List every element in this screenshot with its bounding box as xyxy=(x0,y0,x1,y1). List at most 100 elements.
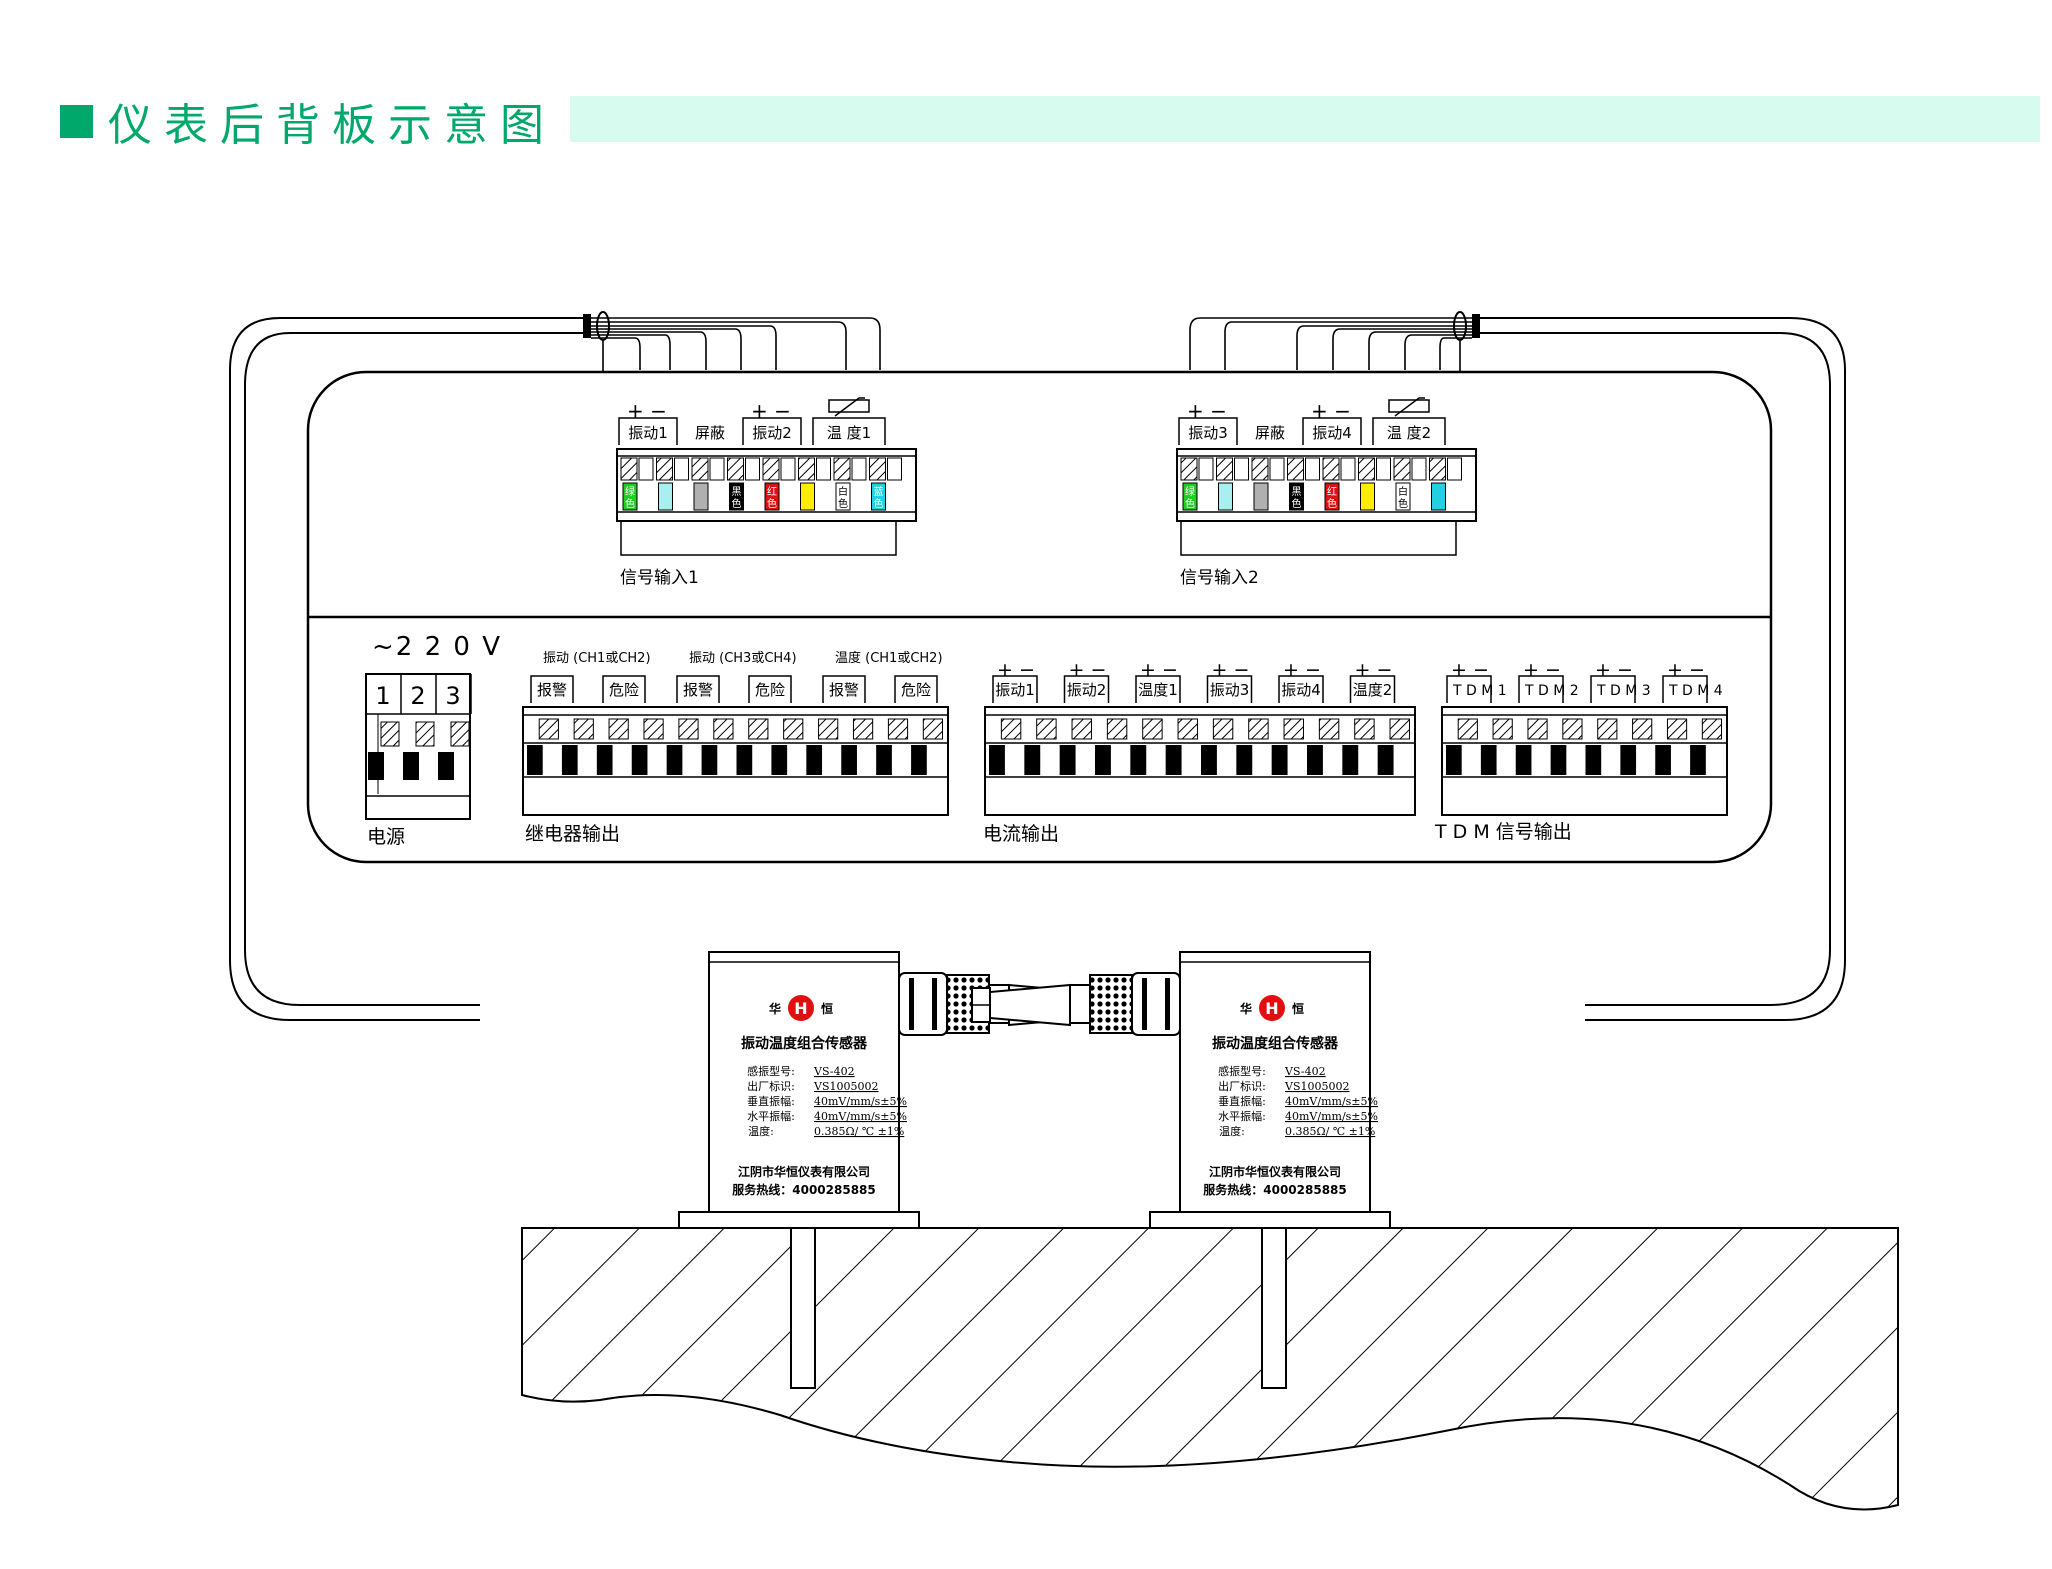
polarity-mark: + − xyxy=(1595,659,1633,681)
terminal-screw xyxy=(1701,718,1723,740)
power-terminal-number: 3 xyxy=(445,682,460,710)
brand-logo-icon xyxy=(788,995,814,1021)
terminal-contact xyxy=(368,752,384,780)
relay-label: 危险 xyxy=(609,681,639,699)
terminal-screw xyxy=(1597,718,1618,740)
connector-ring-gap xyxy=(914,978,932,1030)
terminal-screw xyxy=(748,718,769,740)
current-bracket xyxy=(1135,675,1181,703)
terminal-screw xyxy=(1180,457,1198,481)
relay-bracket xyxy=(822,675,866,703)
terminal-contact xyxy=(989,745,1005,775)
terminal-group-label: 温 度1 xyxy=(827,424,871,442)
tdm-bracket xyxy=(1518,675,1564,703)
relay-label: 危险 xyxy=(755,681,785,699)
terminal-screw xyxy=(922,718,944,740)
terminal-group-label: 振动3 xyxy=(1188,424,1228,442)
current-bracket xyxy=(1063,675,1110,703)
terminal-screw xyxy=(691,457,709,481)
terminal-screw xyxy=(798,457,815,481)
title-bullet xyxy=(60,105,93,138)
brand-logo-letter: H xyxy=(1265,999,1278,1018)
terminal-screw xyxy=(1632,718,1653,740)
spec-label: 垂直振幅: xyxy=(1218,1094,1266,1108)
terminal-contact xyxy=(1620,745,1637,775)
terminal-contact xyxy=(438,752,454,780)
brand-logo-icon xyxy=(1259,995,1285,1021)
current-label: 温度2 xyxy=(1353,681,1393,699)
terminal-slot xyxy=(816,457,831,481)
terminal-screw xyxy=(1177,718,1198,740)
terminal-group-label: 屏蔽 xyxy=(1255,424,1285,442)
terminal-contact xyxy=(403,752,419,780)
terminal-slot xyxy=(1376,457,1391,481)
company-name: 江阴市华恒仪表有限公司 xyxy=(738,1164,870,1179)
terminal-contact xyxy=(1515,745,1532,775)
terminal-contact xyxy=(1690,745,1706,775)
ground-section xyxy=(521,1227,1899,1511)
brand-logo-letter: H xyxy=(794,999,807,1018)
terminal-contact xyxy=(1342,745,1359,775)
terminal-screw xyxy=(643,718,664,740)
cable-right xyxy=(1478,317,1846,1021)
terminal-slot xyxy=(1234,457,1249,481)
wire-color-swatch xyxy=(693,482,709,511)
terminal-screw xyxy=(818,718,839,740)
spec-label: 垂直振幅: xyxy=(747,1094,795,1108)
sensor-right: H华恒振动温度组合传感器感振型号:VS-402出厂标识:VS1005002垂直振… xyxy=(971,951,1391,1389)
power-terminal-number: 2 xyxy=(410,682,425,710)
spec-label: 出厂标识: xyxy=(1218,1079,1266,1093)
wire-color-swatch xyxy=(1289,482,1304,511)
spec-value: VS1005002 xyxy=(813,1080,878,1093)
tdm-bracket xyxy=(1590,675,1636,703)
terminal-screw xyxy=(713,718,734,740)
terminal-screw xyxy=(620,457,638,481)
terminal-contact xyxy=(596,745,613,775)
terminal-screw xyxy=(1429,457,1446,481)
terminal-contact xyxy=(701,745,718,775)
spec-value: 0.385Ω/ ℃ ±1% xyxy=(814,1125,904,1138)
terminal-slot xyxy=(1447,457,1462,481)
terminal-contact xyxy=(876,745,892,775)
terminal-screw xyxy=(1071,718,1092,740)
terminal-group-bracket xyxy=(1178,417,1238,445)
terminal-group-label: 振动4 xyxy=(1312,424,1352,442)
terminal-contact xyxy=(631,745,648,775)
brand-name: 恒 xyxy=(1292,1001,1304,1016)
wire-color-swatch xyxy=(622,482,638,511)
wire-color-swatch xyxy=(658,482,673,511)
relay-channel-header: 振动 (CH1或CH2) xyxy=(543,651,651,666)
thermistor-arrow xyxy=(1394,397,1425,417)
terminal-slot xyxy=(709,457,725,481)
tdm-bracket xyxy=(1662,675,1708,703)
signal-input-outline xyxy=(1180,520,1457,556)
terminal-contact xyxy=(527,745,543,775)
thermistor-arrow xyxy=(834,397,865,417)
current-bracket xyxy=(1278,675,1324,703)
terminal-group-bracket xyxy=(812,417,886,445)
wire-color-label: 色 xyxy=(1398,497,1408,510)
wire-color-label: 色 xyxy=(1185,497,1195,510)
wire-color-swatch xyxy=(1431,482,1446,511)
wire-color-label: 色 xyxy=(874,497,884,510)
wire-color-label: 色 xyxy=(838,497,848,510)
terminal-screw xyxy=(1354,718,1375,740)
power-terminal-number: 1 xyxy=(375,682,390,710)
wire-color-swatch xyxy=(1360,482,1375,511)
terminal-screw xyxy=(762,457,780,481)
signal-input-2-caption: 信号输入2 xyxy=(1180,568,1259,588)
polarity-mark: + − xyxy=(1355,659,1393,681)
terminal-screw xyxy=(1393,457,1411,481)
connector-knurl xyxy=(1089,974,1133,1034)
terminal-contact xyxy=(736,745,753,775)
terminal-screw xyxy=(1527,718,1548,740)
current-label: 振动2 xyxy=(1067,681,1107,699)
terminal-slot xyxy=(887,457,902,481)
terminal-screw xyxy=(852,718,874,740)
current-output-caption: 电流输出 xyxy=(983,823,1059,845)
wire-color-swatch xyxy=(1253,482,1269,511)
signal-input-1-caption: 信号输入1 xyxy=(620,568,699,588)
polarity-mark: + − xyxy=(1451,659,1489,681)
